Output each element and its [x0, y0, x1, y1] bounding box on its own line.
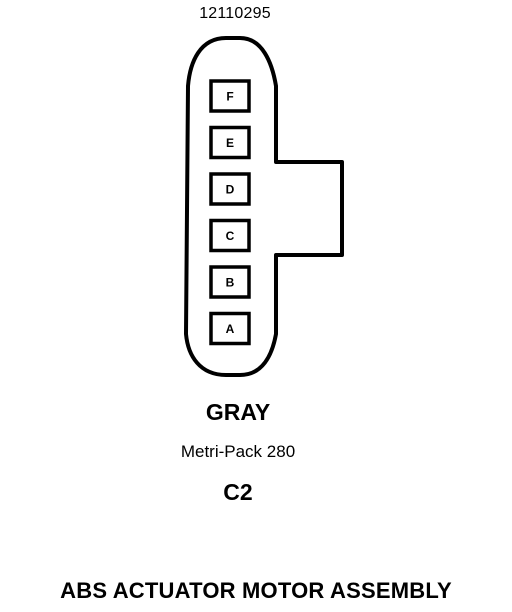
- pin-label: D: [226, 183, 235, 197]
- pin-cavity-a: A: [209, 311, 251, 346]
- connector-color: GRAY: [205, 399, 271, 425]
- connector-face-diagram: F E D C B A: [184, 36, 344, 377]
- assembly-title: ABS ACTUATOR MOTOR ASSEMBLY: [60, 578, 452, 603]
- pin-label: C: [226, 229, 235, 243]
- pin-label: A: [226, 322, 235, 336]
- pin-cavities: F E D C B A: [209, 79, 251, 346]
- pin-label: E: [226, 136, 234, 150]
- pin-cavity-e: E: [209, 125, 251, 160]
- pin-cavity-c: C: [209, 218, 251, 253]
- connector-type: Metri-Pack 280: [180, 442, 296, 461]
- pin-cavity-b: B: [209, 265, 251, 299]
- connector-outline: [184, 36, 344, 377]
- pin-cavity-d: D: [209, 172, 251, 206]
- connector-id: C2: [223, 479, 253, 505]
- part-number: 12110295: [199, 5, 271, 22]
- pin-label: B: [226, 276, 235, 290]
- pin-label: F: [226, 90, 233, 104]
- pin-cavity-f: F: [209, 79, 251, 113]
